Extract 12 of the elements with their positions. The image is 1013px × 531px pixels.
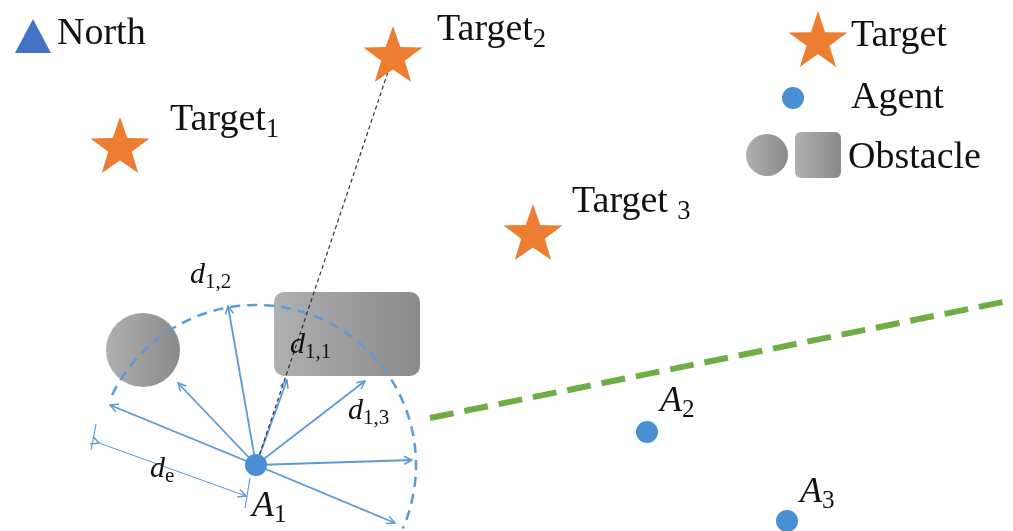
legend-label: Target <box>851 14 947 52</box>
agent-label: A$_{3}$ <box>800 472 835 508</box>
connector-line <box>258 72 389 456</box>
legend-label: Obstacle <box>848 136 981 174</box>
distance-label: d$_{e}$ <box>150 452 175 482</box>
target-label: Target$_{1}$ <box>170 98 280 136</box>
target-label: Target$_{2}$ <box>437 8 547 46</box>
agent-label: A$_{1}$ <box>252 486 287 522</box>
north-label: North <box>57 12 146 50</box>
legend-label: Agent <box>851 76 944 114</box>
agent-label: A$_{2}$ <box>660 381 695 417</box>
target-label: Target $_{3}$ <box>572 180 691 218</box>
